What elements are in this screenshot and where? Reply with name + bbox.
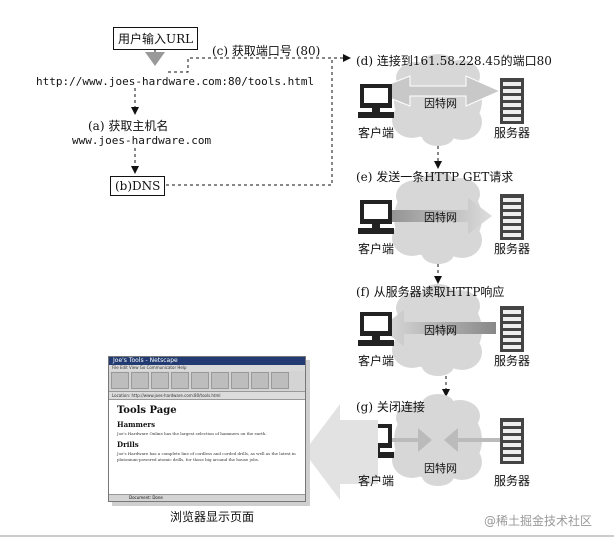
internet-label-f: 因特网 — [424, 324, 457, 337]
browser-page-content: Tools Page Hammers Joe's Hardware Online… — [109, 400, 305, 466]
server-icon-e — [500, 194, 524, 240]
user-input-url-box: 用户输入URL — [113, 27, 199, 50]
step-g-label: (g) 关闭连接 — [356, 400, 425, 414]
server-label-g: 服务器 — [494, 474, 531, 488]
display-arrow — [304, 404, 378, 500]
client-icon-f — [358, 312, 394, 346]
url-text: http://www.joes-hardware.com:80/tools.ht… — [36, 75, 315, 88]
hostname-text: www.joes-hardware.com — [72, 134, 212, 147]
server-icon-g — [500, 418, 524, 464]
server-label-d: 服务器 — [494, 126, 531, 140]
client-label-e: 客户端 — [358, 242, 395, 256]
client-label-f: 客户端 — [358, 354, 395, 368]
browser-caption: 浏览器显示页面 — [170, 510, 255, 524]
netscape-button — [211, 372, 229, 389]
server-label-e: 服务器 — [494, 242, 531, 256]
response-arrow — [380, 310, 496, 346]
step-d-label: (d) 连接到161.58.228.45的端口80 — [356, 54, 552, 68]
step-a-label: (a) 获取主机名 — [88, 119, 169, 133]
step-f-label: (f) 从服务器读取HTTP响应 — [356, 285, 505, 299]
internet-label-g: 因特网 — [424, 462, 457, 475]
browser-window: Joe's Tools - Netscape File Edit View Go… — [108, 356, 306, 502]
client-icon-d — [358, 84, 394, 118]
search-button — [191, 372, 209, 389]
stop-button — [271, 372, 289, 389]
request-arrow — [376, 198, 492, 234]
reload-button — [151, 372, 169, 389]
drills-text: Joe's Hardware has a complete line of co… — [117, 451, 296, 462]
client-label-d: 客户端 — [358, 126, 395, 140]
browser-title-bar: Joe's Tools - Netscape — [109, 357, 305, 365]
internet-label-e: 因特网 — [424, 211, 457, 224]
drills-heading: Drills — [117, 440, 139, 449]
browser-location-bar: Location: http://www.joes-hardware.com:8… — [109, 392, 305, 400]
print-button — [231, 372, 249, 389]
home-button — [171, 372, 189, 389]
client-icon-e — [358, 200, 394, 234]
hammers-heading: Hammers — [117, 420, 156, 429]
broken-arrow-left — [376, 428, 432, 452]
client-label-g: 客户端 — [358, 474, 395, 488]
dns-box: (b)DNS — [110, 176, 166, 196]
forward-button — [131, 372, 149, 389]
step-c-label: (c) 获取端口号 (80) — [212, 44, 321, 58]
server-label-f: 服务器 — [494, 354, 531, 368]
step-e-label: (e) 发送一条HTTP GET请求 — [356, 170, 514, 184]
back-button — [111, 372, 129, 389]
browser-toolbar — [109, 371, 305, 392]
watermark: @稀土掘金技术社区 — [484, 514, 593, 528]
server-icon-d — [500, 78, 524, 124]
internet-label-d: 因特网 — [424, 97, 457, 110]
browser-status-bar: Document: Done — [109, 494, 305, 501]
page-heading: Tools Page — [117, 405, 177, 416]
browser-menu-bar: File Edit View Go Communicator Help — [109, 365, 305, 371]
broken-arrow-right — [444, 428, 500, 452]
arrow-port-path — [168, 57, 328, 73]
server-icon-f — [500, 306, 524, 352]
url-down-arrow — [145, 52, 165, 66]
security-button — [251, 372, 269, 389]
hammers-text: Joe's Hardware Online has the largest se… — [117, 431, 267, 436]
